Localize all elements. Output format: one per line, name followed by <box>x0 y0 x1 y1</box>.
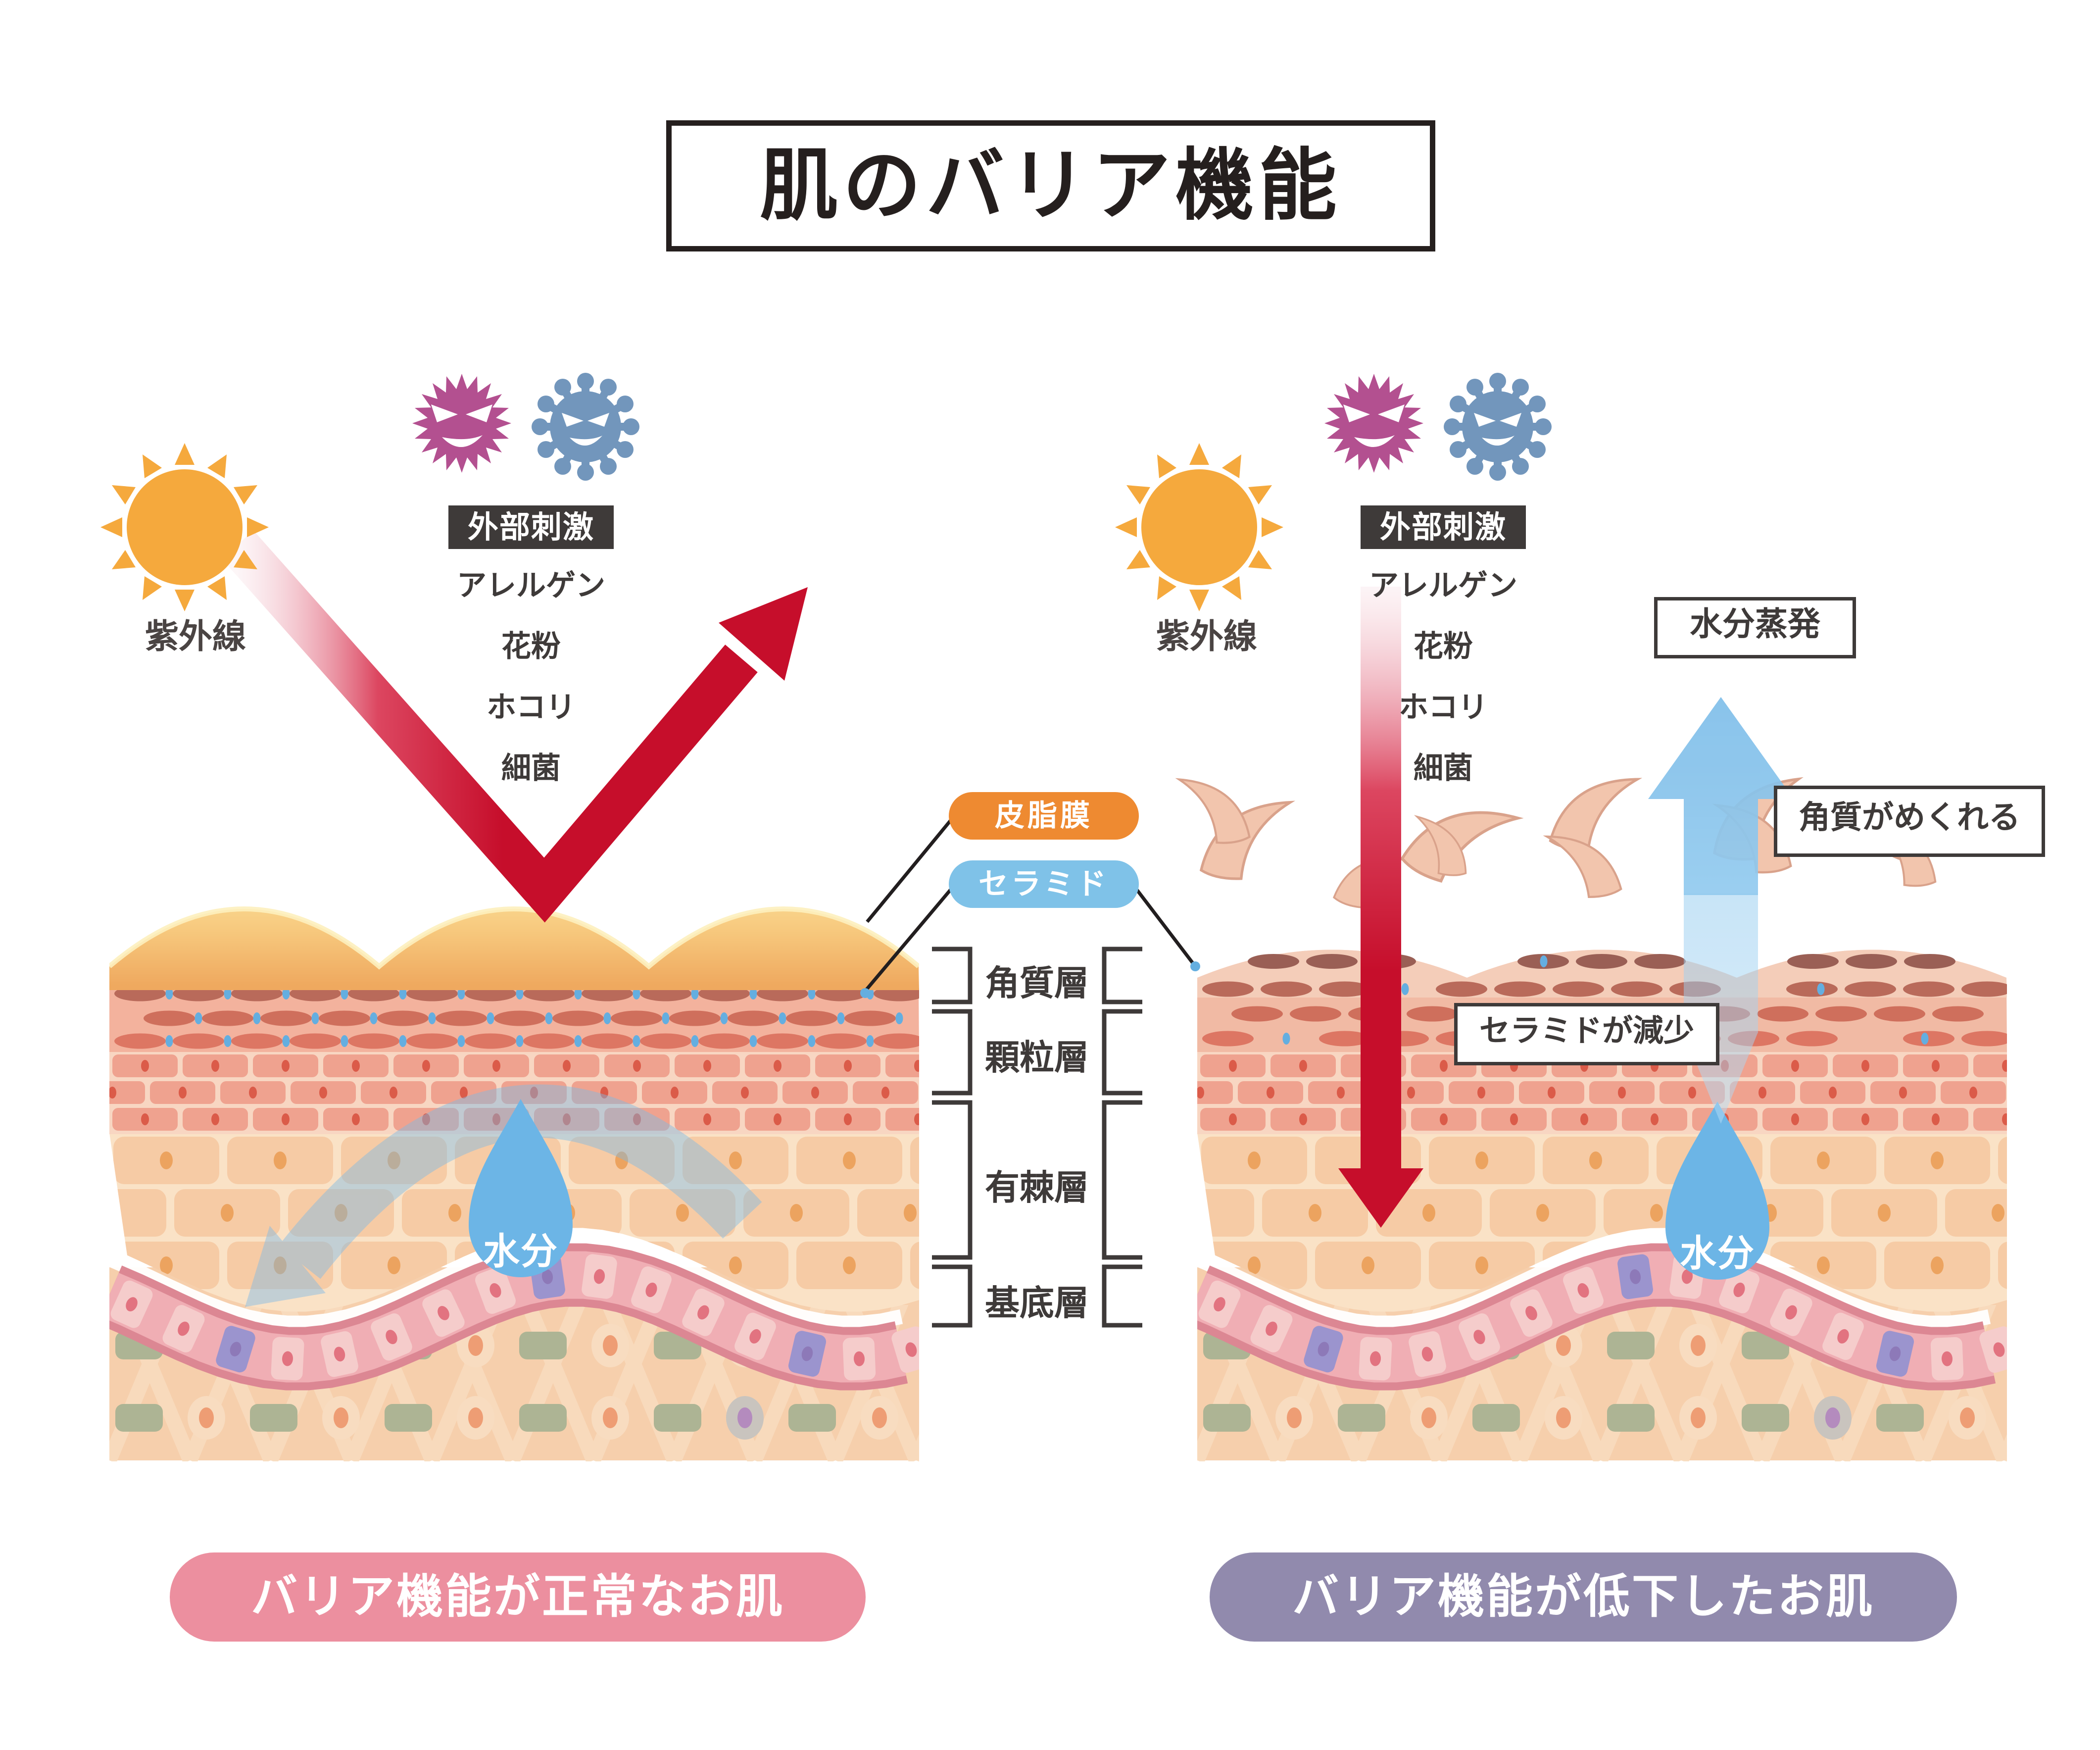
layer-label-basal: 基底層 <box>985 1283 1089 1323</box>
stimuli-item: ホコリ <box>487 690 576 725</box>
stimuli-item: アレルゲン <box>457 568 605 603</box>
peeling-label: 角質がめくれる <box>1774 786 2045 857</box>
uv-reflected-arrow <box>221 530 808 923</box>
layer-label-granular: 顆粒層 <box>985 1037 1089 1078</box>
stimuli-list-left: アレルゲン 花粉 ホコリ 細菌 <box>447 555 615 799</box>
uv-penetrating-arrow <box>1338 587 1423 1228</box>
sebum-film-pill: 皮脂膜 <box>949 792 1139 840</box>
virus-icon <box>1444 373 1552 481</box>
layer-label-stratum-corneum: 角質層 <box>985 963 1089 1003</box>
uv-label-right: 紫外線 <box>1156 617 1257 656</box>
germ-icon <box>412 374 511 473</box>
sun-icon <box>100 443 269 611</box>
stimuli-list-right: アレルゲン 花粉 ホコリ 細菌 <box>1359 555 1527 799</box>
normal-skin-caption: バリア機能が正常なお肌 <box>170 1552 866 1642</box>
ceramide-pill: セラミド <box>949 860 1139 908</box>
damaged-skin-caption: バリア機能が低下したお肌 <box>1210 1552 1957 1642</box>
damaged-skin-cross-section <box>1197 950 2007 1461</box>
normal-skin-cross-section <box>109 906 919 1461</box>
external-stimuli-label-left: 外部刺激 <box>448 505 614 549</box>
stimuli-item: 細菌 <box>501 751 561 786</box>
stimuli-item: 細菌 <box>1414 751 1473 786</box>
sun-icon <box>1115 443 1283 611</box>
virus-icon <box>532 373 639 481</box>
uv-label-left: 紫外線 <box>145 617 246 656</box>
germ-icon <box>1324 374 1423 473</box>
water-drop-icon <box>1665 1101 1769 1280</box>
moisture-label-right: 水分 <box>1680 1232 1755 1275</box>
legend-connector-lines <box>860 816 1200 998</box>
external-stimuli-label-right: 外部刺激 <box>1361 505 1526 549</box>
evaporation-label: 水分蒸発 <box>1654 597 1856 658</box>
stimuli-item: 花粉 <box>1414 629 1473 664</box>
stimuli-item: アレルゲン <box>1369 568 1517 603</box>
stimuli-item: 花粉 <box>501 629 561 664</box>
moisture-label-left: 水分 <box>483 1230 558 1273</box>
layer-brackets <box>932 947 1142 1328</box>
layer-label-spinous: 有棘層 <box>985 1167 1089 1208</box>
ceramide-decrease-label: セラミドが減少 <box>1454 1003 1719 1065</box>
page-title: 肌のバリア機能 <box>666 120 1435 251</box>
water-drop-icon <box>469 1099 573 1277</box>
stimuli-item: ホコリ <box>1399 690 1488 725</box>
